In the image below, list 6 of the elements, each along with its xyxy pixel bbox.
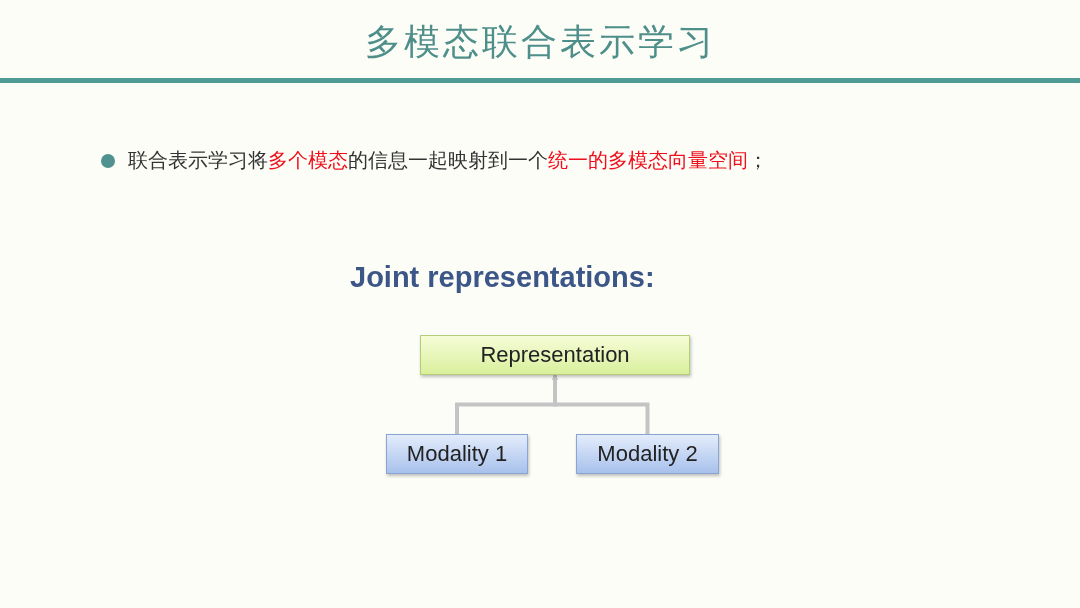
representation-box: Representation: [420, 335, 690, 375]
diagram-heading: Joint representations:: [350, 261, 655, 294]
modality-box: Modality 2: [576, 434, 719, 474]
slide-title: 多模态联合表示学习: [363, 20, 717, 64]
modality-box: Modality 1: [386, 434, 528, 474]
bullet-text: 联合表示学习将多个模态的信息一起映射到一个统一的多模态向量空间；: [128, 147, 768, 174]
